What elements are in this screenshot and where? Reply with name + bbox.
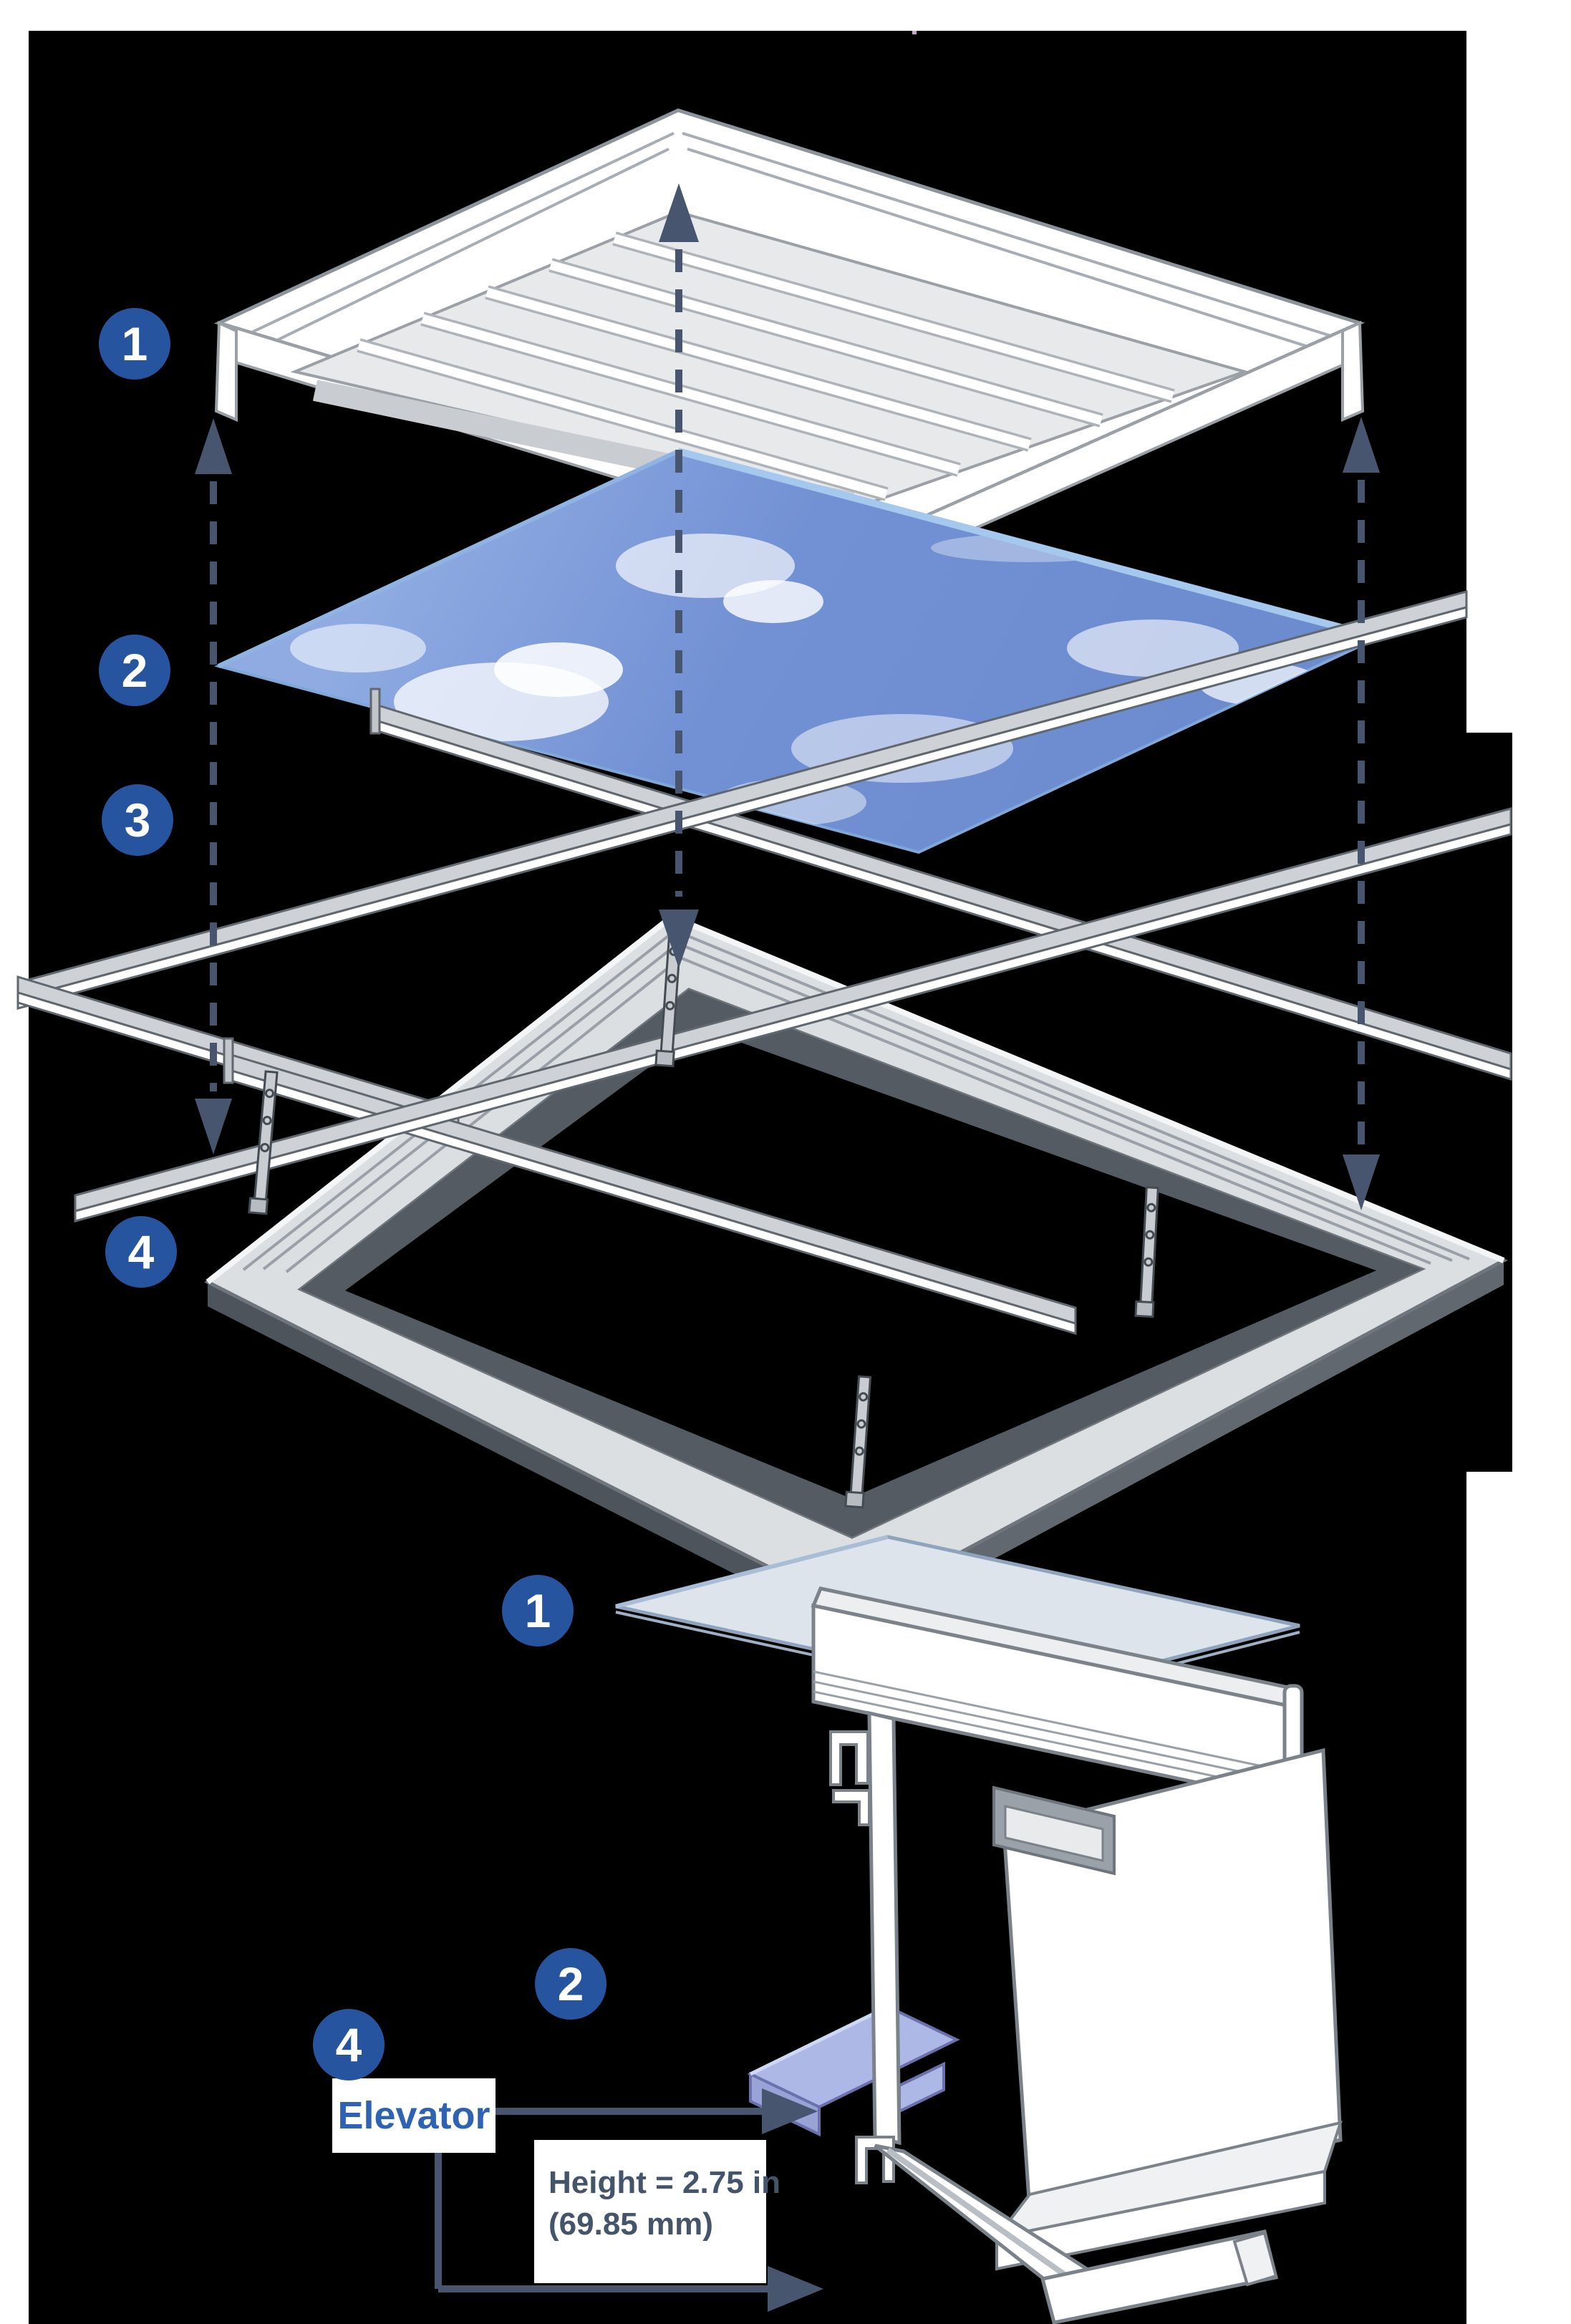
lens-panel-highlight xyxy=(615,1535,889,1609)
callout-1: 1 xyxy=(99,308,170,380)
height-annotation: Height = 2.75 in (69.85 mm) xyxy=(534,2140,780,2283)
upper-beam xyxy=(811,1586,1304,1805)
top-callouts: 1 2 3 4 xyxy=(99,308,177,1288)
height-annotation-line1: Height = 2.75 in xyxy=(548,2165,780,2200)
callout-b4-number: 4 xyxy=(336,2018,362,2071)
arrow-up-center xyxy=(659,183,699,242)
callout-b2: 2 xyxy=(535,1948,606,2020)
back-slab-lip xyxy=(995,2169,1326,2271)
elevator-label-box xyxy=(332,2078,496,2153)
elevator-label-text: Elevator xyxy=(337,2094,490,2137)
callout-3: 3 xyxy=(102,784,173,856)
arrow-up-right xyxy=(1343,417,1380,473)
sky-edge-highlight xyxy=(677,448,1380,641)
hanger-bracket xyxy=(844,1375,872,1509)
hanger-bracket xyxy=(1134,1186,1159,1318)
top-hooks xyxy=(829,1730,871,1826)
height-annotation-box xyxy=(534,2140,766,2283)
box-right-tip xyxy=(1341,320,1365,423)
arrow-down-left xyxy=(195,1099,232,1154)
callout-4-number: 4 xyxy=(128,1225,155,1278)
sky-edge-left xyxy=(217,449,680,668)
callout-b1-number: 1 xyxy=(525,1584,551,1637)
frame-under-shadow-left xyxy=(208,1282,854,1634)
bottom-callouts: 1 2 4 xyxy=(313,1575,606,2080)
channel-slot xyxy=(992,1785,1116,1876)
background-notch xyxy=(1466,733,1512,1472)
lower-profile xyxy=(855,2136,1279,2324)
j-hook-top xyxy=(829,1730,869,1786)
hanger-brackets xyxy=(248,930,1159,1509)
arrow-up-left xyxy=(195,418,232,474)
upper-beam-grooves xyxy=(813,1670,1290,1793)
arrow-down-right xyxy=(1343,1154,1380,1210)
arrow-down-center xyxy=(659,910,699,968)
channel-inner xyxy=(1004,1805,1104,1862)
foot-lip xyxy=(1232,2231,1278,2287)
box-left-tip xyxy=(214,320,238,423)
callout-3-number: 3 xyxy=(125,794,151,847)
exploded-ceiling-diagram: 1 2 3 4 xyxy=(16,108,1512,1634)
callout-b4: 4 xyxy=(313,2009,385,2080)
assembly-arrows xyxy=(195,183,1380,1210)
callout-b1: 1 xyxy=(502,1575,574,1646)
pink-artifact-dot xyxy=(912,31,917,34)
elevator-label: Elevator xyxy=(332,2078,496,2153)
t-grid xyxy=(16,590,1512,1336)
box-rib-strips xyxy=(357,231,1175,501)
arrow-right-bottom xyxy=(768,2266,823,2312)
callout-4: 4 xyxy=(105,1216,177,1288)
blue-shelf-highlight xyxy=(749,2005,889,2076)
back-slab xyxy=(993,1747,1343,2271)
profile-section-diagram: Elevator Height = 2.75 in (69.85 mm) 1 2… xyxy=(313,1535,1343,2324)
profile-web xyxy=(867,1710,901,2146)
callout-1-number: 1 xyxy=(122,317,148,370)
hanger-bracket xyxy=(248,1070,279,1215)
frame-under-shadow-right xyxy=(854,1260,1504,1634)
hanger-bracket xyxy=(654,930,682,1068)
blue-shelf xyxy=(747,2005,960,2137)
frame-inner-bevel xyxy=(301,990,1421,1537)
height-annotation-line2: (69.85 mm) xyxy=(548,2207,713,2242)
callout-b2-number: 2 xyxy=(558,1957,584,2010)
callout-2-number: 2 xyxy=(122,644,148,697)
box-molding-lines xyxy=(234,132,1345,355)
main-runner-2 xyxy=(74,807,1512,1223)
arrow-right-top xyxy=(762,2088,818,2134)
callout-2: 2 xyxy=(99,635,170,706)
